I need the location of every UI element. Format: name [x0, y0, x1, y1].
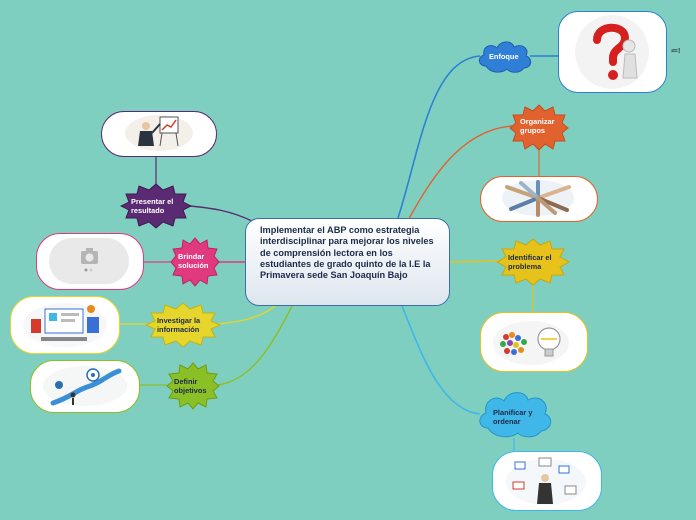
branch-presentar[interactable]: Presentar el resultado [120, 183, 192, 229]
camera-placeholder-icon [49, 238, 129, 284]
branch-identificar-label: Identificar el problema [508, 253, 552, 271]
branch-enfoque-label: Enfoque [489, 52, 519, 61]
connector-identificar [449, 260, 499, 263]
definir-image-frame[interactable] [30, 360, 140, 413]
planning-person-icon [506, 457, 586, 505]
presenter-chart-icon [125, 115, 193, 151]
branch-definir-label: Definir objetivos [174, 377, 207, 395]
cloud-shape [479, 392, 552, 438]
branch-planificar[interactable]: Planificar y ordenar [476, 388, 554, 440]
research-tools-icon [23, 303, 107, 347]
branch-organizar-label: Organizar grupos [520, 117, 555, 135]
connector-enfoque [397, 55, 481, 219]
branch-organizar[interactable]: Organizar grupos [509, 104, 569, 150]
starburst-shape [166, 362, 220, 410]
branch-brindar-label: Brindar solución [178, 252, 209, 270]
identificar-image-frame[interactable] [480, 312, 588, 372]
starburst-shape [509, 104, 569, 150]
starburst-shape [145, 302, 221, 348]
crowd-lightbulb-icon [493, 321, 569, 365]
connector-organizar [404, 125, 513, 227]
branch-planificar-label: Planificar y ordenar [493, 408, 533, 426]
branch-presentar-label: Presentar el resultado [131, 197, 174, 215]
brindar-image-frame[interactable] [36, 233, 144, 290]
connector-presentar [189, 205, 255, 223]
central-topic-text: Implementar el ABP como estrategia inter… [260, 225, 434, 281]
central-topic[interactable]: Implementar el ABP como estrategia inter… [245, 218, 450, 306]
note-icon[interactable]: ≔! [671, 48, 681, 55]
cloud-shape [478, 41, 532, 73]
presentar-image-frame[interactable] [101, 111, 217, 157]
starburst-shape [120, 183, 192, 229]
connector-definir [217, 305, 293, 386]
planificar-image-frame[interactable] [492, 451, 602, 511]
organizar-image-frame[interactable] [480, 176, 598, 222]
branch-definir[interactable]: Definir objetivos [166, 362, 220, 410]
branch-enfoque[interactable]: Enfoque [476, 38, 534, 74]
connector-investigar [217, 305, 276, 325]
question-mark-figure-icon [575, 15, 649, 89]
team-hands-icon [502, 180, 574, 217]
starburst-shape [496, 238, 570, 286]
branch-identificar[interactable]: Identificar el problema [496, 238, 570, 286]
branch-brindar[interactable]: Brindar solución [170, 237, 220, 287]
branch-investigar[interactable]: Investigar la información [145, 302, 221, 348]
branch-investigar-label: Investigar la información [157, 316, 201, 334]
starburst-shape [170, 237, 220, 287]
connector-planificar [401, 305, 481, 415]
goals-path-icon [43, 366, 127, 406]
enfoque-image-frame[interactable] [558, 11, 667, 93]
investigar-image-frame[interactable] [10, 296, 120, 354]
